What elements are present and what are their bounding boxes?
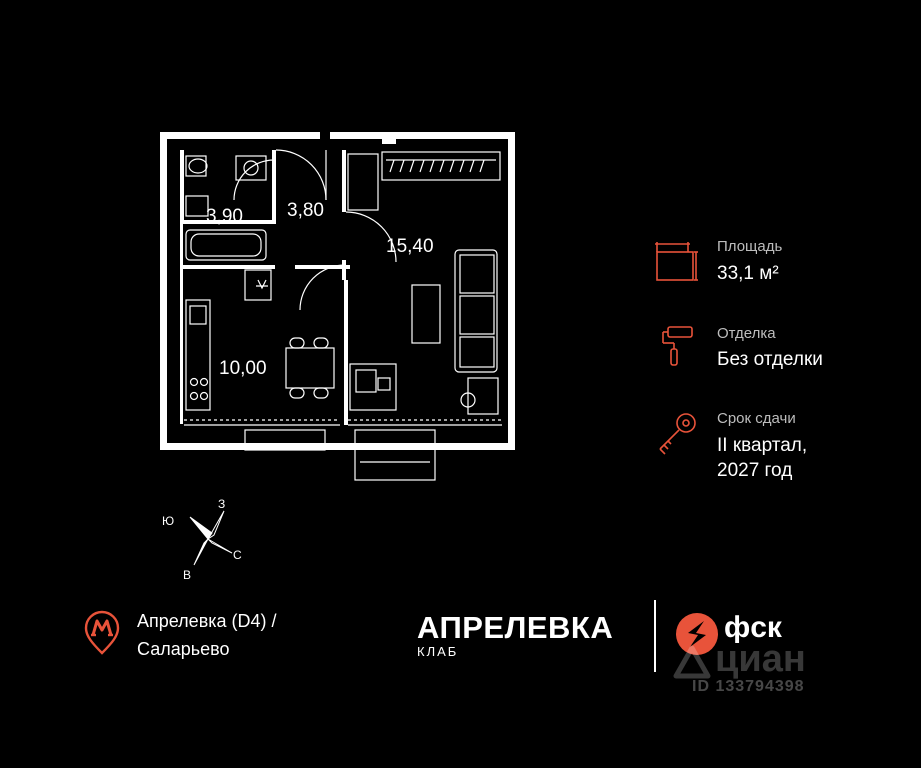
room-area-kitchen: 10,00 <box>219 358 267 379</box>
metro-station-primary: Апрелевка (D4) / <box>137 611 277 631</box>
living-furniture <box>349 249 499 415</box>
compass-north: З <box>218 497 226 511</box>
bathroom-fixtures <box>185 155 267 261</box>
interior-walls <box>180 150 350 425</box>
floor-plan: 3,90 3,80 15,40 10,00 <box>150 120 530 500</box>
floor-plan-drawing <box>160 132 515 481</box>
room-area-living: 15,40 <box>386 236 434 257</box>
windows <box>184 419 502 481</box>
room-area-bathroom: 3,90 <box>206 206 243 227</box>
area-icon <box>655 242 698 281</box>
compass-icon <box>189 510 233 566</box>
brand-subtitle: КЛАБ <box>417 644 459 659</box>
area-value: 33,1 м² <box>717 263 779 284</box>
area-label: Площадь <box>717 238 783 255</box>
compass-south: В <box>183 568 192 582</box>
doors <box>233 149 397 311</box>
developer-name: фск <box>724 611 782 644</box>
exterior-walls <box>160 132 515 450</box>
room-area-hall: 3,80 <box>287 200 324 221</box>
kitchen-furniture <box>185 269 335 411</box>
brand-divider <box>654 600 656 672</box>
compass-east: С <box>233 548 242 562</box>
metro-icon <box>84 610 120 655</box>
wardrobe <box>347 151 501 211</box>
watermark-id: ID 133794398 <box>692 678 805 695</box>
delivery-label: Срок сдачи <box>717 410 796 427</box>
finish-label: Отделка <box>717 325 776 342</box>
fsk-logo-icon <box>676 613 718 655</box>
compass-west: Ю <box>162 514 175 528</box>
brand-title: АПРЕЛЕВКА <box>417 610 614 645</box>
key-icon <box>659 413 696 455</box>
watermark-name: циан <box>715 638 806 680</box>
finish-value: Без отделки <box>717 349 823 370</box>
delivery-value-line1: II квартал, <box>717 435 808 456</box>
metro-station-secondary: Саларьево <box>137 639 230 659</box>
paint-roller-icon <box>662 326 693 366</box>
cian-watermark-icon <box>673 645 711 679</box>
delivery-value-line2: 2027 год <box>717 460 793 481</box>
